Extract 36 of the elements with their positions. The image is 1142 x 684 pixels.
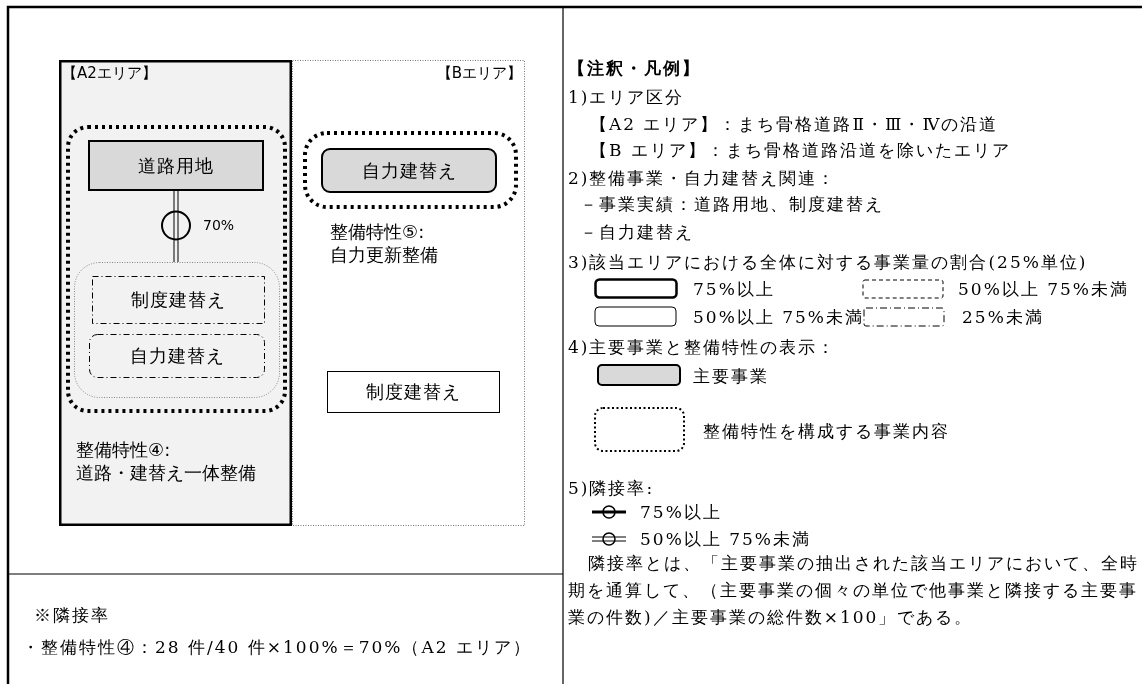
legend-text: 50%以上 75%未満 bbox=[640, 528, 811, 550]
note-text: 2)整備事業・自力建替え関連： bbox=[568, 167, 837, 189]
note-text: 3)該当エリアにおける全体に対する事業量の割合(25%単位) bbox=[568, 251, 1088, 273]
heading: 【注釈・凡例】 bbox=[568, 57, 701, 79]
legend-text: 整備特性を構成する事業内容 bbox=[703, 420, 950, 442]
legend-text: 75%以上 bbox=[640, 501, 722, 523]
note-text: ・整備特性④：28 件/40 件×100%＝70%（A2 エリア） bbox=[22, 636, 532, 658]
note-text: ※隣接率 bbox=[34, 604, 110, 626]
area-heading: 【A2エリア】 bbox=[62, 64, 157, 83]
legend-text: 50%以上 75%未満 bbox=[958, 278, 1129, 300]
area-panel bbox=[292, 60, 525, 526]
caption-text: 整備特性④: 道路・建替え一体整備 bbox=[76, 438, 256, 484]
note-text: 4)主要事業と整備特性の表示： bbox=[568, 336, 837, 358]
note-text: －事業実績：道路用地、制度建替え bbox=[580, 193, 884, 215]
note-text: 1)エリア区分 bbox=[568, 86, 685, 108]
note-paragraph: 隣接率とは、「主要事業の抽出された該当エリアにおいて、全時期を通算して、（主要事業の個々の単位で他事業と隣接する主要事業の件数)／主要事業の総件数×100」である。 bbox=[568, 552, 1140, 629]
note-text: 【A2 エリア】：まち骨格道路Ⅱ・Ⅲ・Ⅳの沿道 bbox=[590, 113, 999, 135]
dotted-group bbox=[66, 125, 287, 413]
legend-text: 75%以上 bbox=[693, 278, 775, 300]
group-box bbox=[74, 262, 280, 398]
area-panel bbox=[59, 60, 292, 526]
dotted-group bbox=[303, 131, 518, 209]
project-box: 自力建替え bbox=[89, 334, 265, 378]
note-text: －自力建替え bbox=[580, 221, 694, 243]
note-text: 【B エリア】：まち骨格道路沿道を除いたエリア bbox=[590, 139, 1011, 161]
note-text: 5)隣接率: bbox=[568, 477, 655, 499]
connector-line bbox=[161, 190, 191, 263]
main-project-box: 自力建替え bbox=[321, 148, 497, 193]
main-project-box: 道路用地 bbox=[88, 140, 264, 191]
caption-text: 整備特性⑤: 自力更新整備 bbox=[330, 220, 438, 266]
project-box: 制度建替え bbox=[327, 371, 500, 413]
legend-text: 25%未満 bbox=[962, 306, 1044, 328]
legend-text: 50%以上 75%未満 bbox=[693, 306, 864, 328]
project-box: 制度建替え bbox=[92, 276, 265, 324]
area-heading: 【Bエリア】 bbox=[436, 64, 522, 83]
legend-text: 主要事業 bbox=[693, 365, 769, 387]
